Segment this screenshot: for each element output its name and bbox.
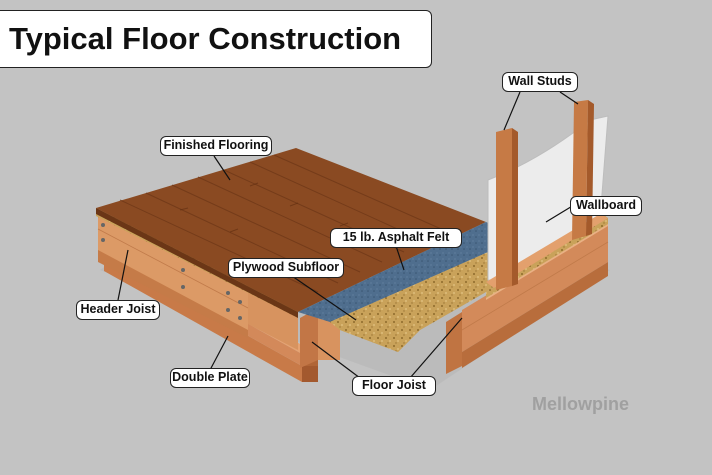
label-floor-joist: Floor Joist <box>352 376 436 396</box>
label-plywood-subfloor: Plywood Subfloor <box>228 258 344 278</box>
header-joist <box>97 212 298 350</box>
label-asphalt-felt: 15 lb. Asphalt Felt <box>330 228 462 248</box>
title-box: Typical Floor Construction <box>0 10 432 68</box>
asphalt-felt <box>298 222 520 322</box>
label-double-plate: Double Plate <box>170 368 250 388</box>
finished-flooring <box>96 148 486 318</box>
page-title: Typical Floor Construction <box>9 21 402 56</box>
watermark: Mellowpine <box>532 394 630 414</box>
leader-lines <box>117 91 579 379</box>
label-wallboard: Wallboard <box>570 196 642 216</box>
label-wall-studs: Wall Studs <box>502 72 578 92</box>
label-header-joist: Header Joist <box>76 300 160 320</box>
label-finished-flooring: Finished Flooring <box>160 136 272 156</box>
